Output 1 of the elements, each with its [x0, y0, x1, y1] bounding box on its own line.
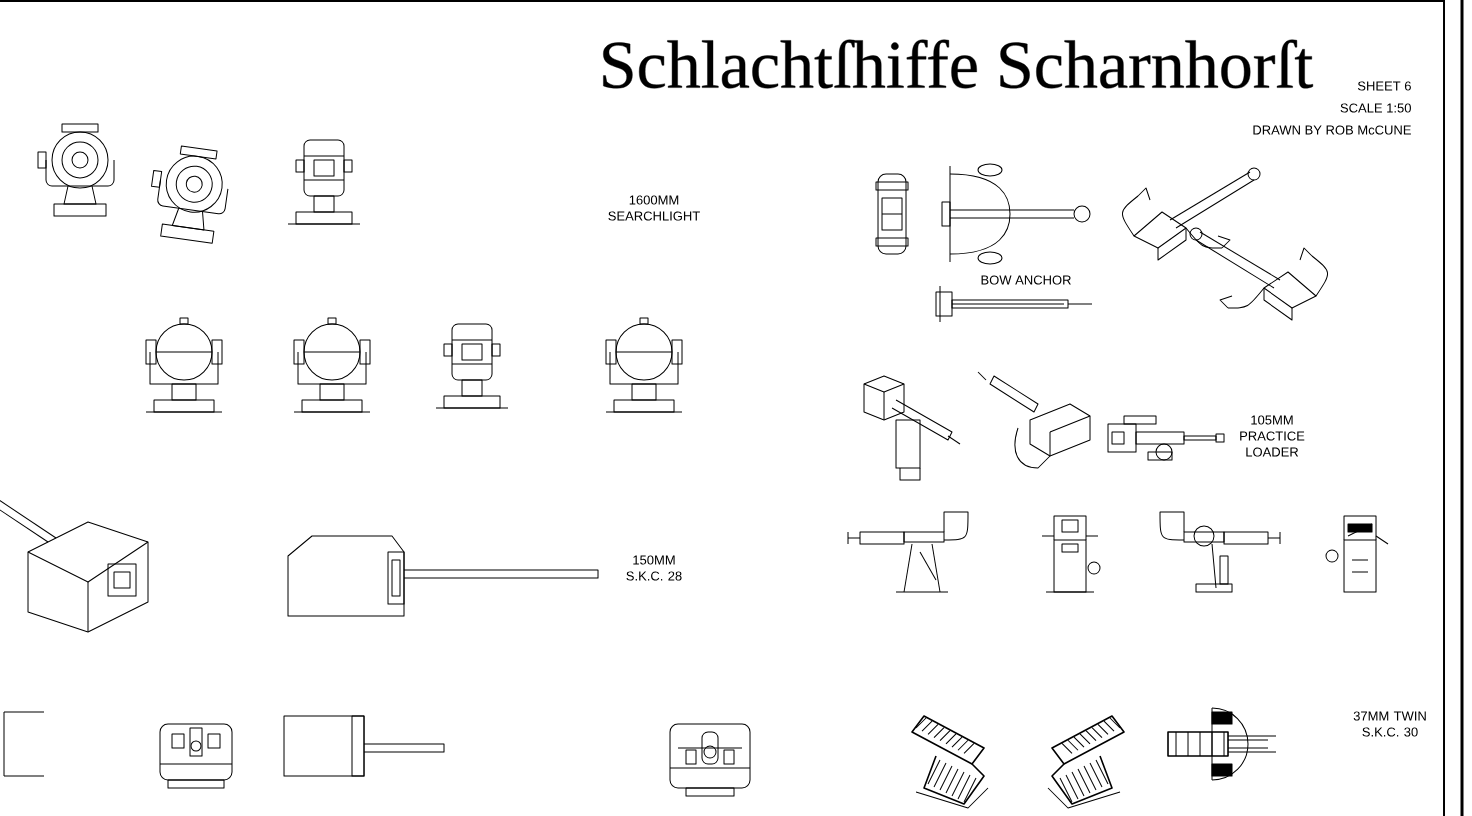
sheet-title: Schlachtſhiffe Scharnhorſt [603, 39, 1313, 89]
